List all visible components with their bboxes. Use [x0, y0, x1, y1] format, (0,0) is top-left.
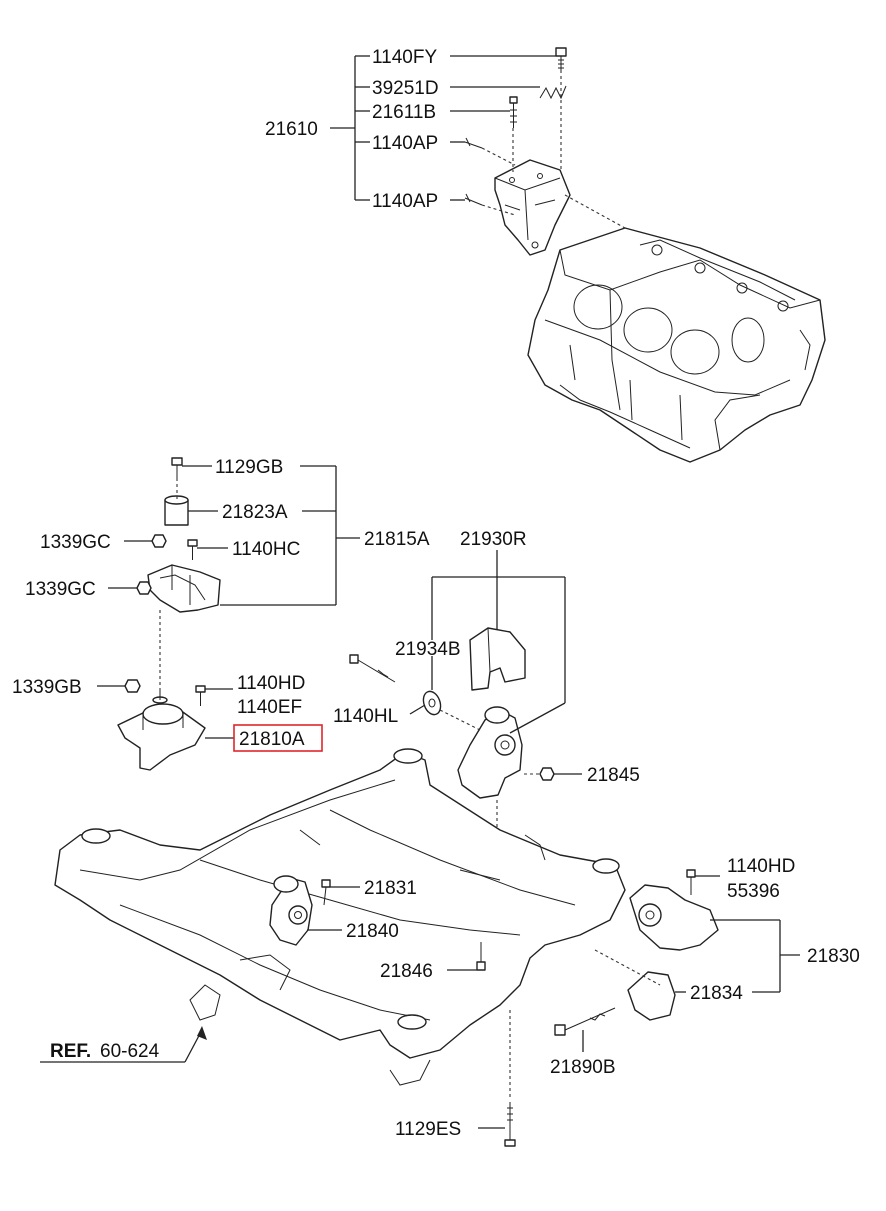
label-21611B: 21611B	[372, 102, 436, 123]
label-21831: 21831	[364, 878, 417, 899]
label-21815A: 21815A	[364, 529, 430, 550]
highlight-box-21810A	[233, 724, 323, 752]
label-21830: 21830	[807, 946, 860, 967]
part-labels: 1140FY 39251D 21611B 21610 1140AP 1140AP…	[12, 47, 860, 1140]
label-55396: 55396	[727, 881, 780, 902]
label-1140AP-a: 1140AP	[372, 133, 438, 154]
label-ref-number: 60-624	[100, 1041, 160, 1062]
label-21810A: 21810A	[239, 729, 305, 750]
label-21610: 21610	[265, 119, 318, 140]
rear-mount-21830-illustration	[476, 869, 719, 1147]
label-1339GC-b: 1339GC	[25, 579, 96, 600]
label-1339GB: 1339GB	[12, 677, 82, 698]
label-ref-prefix: REF.	[50, 1041, 91, 1062]
label-21846: 21846	[380, 961, 433, 982]
label-1140HD-a: 1140HD	[237, 673, 305, 694]
label-21934B: 21934B	[395, 639, 461, 660]
label-21840: 21840	[346, 921, 399, 942]
label-1129ES: 1129ES	[395, 1119, 461, 1140]
upper-mount-bracket-illustration	[464, 47, 626, 256]
label-21845: 21845	[587, 765, 640, 786]
label-1129GB: 1129GB	[215, 457, 283, 478]
label-1140EF: 1140EF	[237, 697, 302, 718]
engine-block-illustration	[527, 227, 826, 463]
label-1140AP-b: 1140AP	[372, 191, 438, 212]
label-1339GC-a: 1339GC	[40, 532, 111, 553]
label-1140HL: 1140HL	[333, 706, 398, 727]
leader-lines	[40, 55, 800, 1129]
label-1140FY: 1140FY	[372, 47, 437, 68]
subframe-illustration	[54, 748, 626, 1086]
label-21930R: 21930R	[460, 529, 527, 550]
label-39251D: 39251D	[372, 78, 439, 99]
label-1140HD-b: 1140HD	[727, 856, 795, 877]
lower-mount-21840-illustration	[269, 875, 331, 946]
label-21834: 21834	[690, 983, 743, 1004]
label-1140HC: 1140HC	[232, 539, 300, 560]
label-21823A: 21823A	[222, 502, 288, 523]
label-21890B: 21890B	[550, 1057, 616, 1078]
left-mount-illustration	[117, 457, 221, 771]
